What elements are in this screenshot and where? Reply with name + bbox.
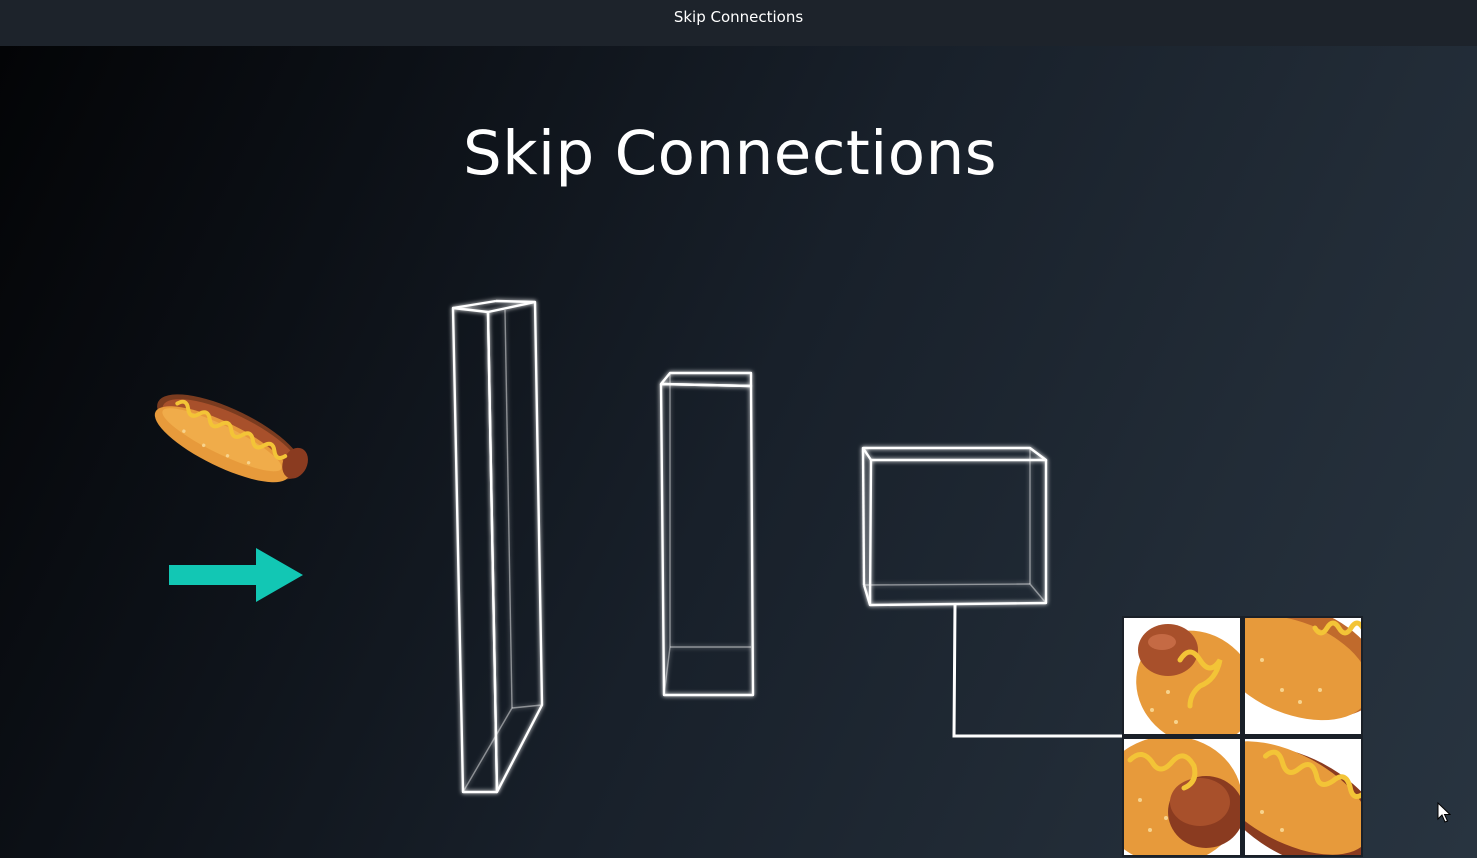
wireframe-block-icon <box>861 446 1048 607</box>
skip-connection-line <box>952 604 1124 738</box>
wireframe-block-icon <box>451 299 544 794</box>
hotdog-image-icon <box>154 394 308 483</box>
hotdog-tiles-icon <box>1122 616 1363 857</box>
mouse-pointer-icon <box>1437 802 1451 823</box>
right-arrow-icon <box>169 548 303 602</box>
window-titlebar: Skip Connections <box>0 0 1477 46</box>
window-title: Skip Connections <box>673 8 804 26</box>
slide-title: Skip Connections <box>462 118 998 189</box>
slide-illustration <box>154 299 1363 857</box>
slide-canvas: Skip Connections <box>0 46 1477 858</box>
wireframe-block-icon <box>659 371 755 697</box>
